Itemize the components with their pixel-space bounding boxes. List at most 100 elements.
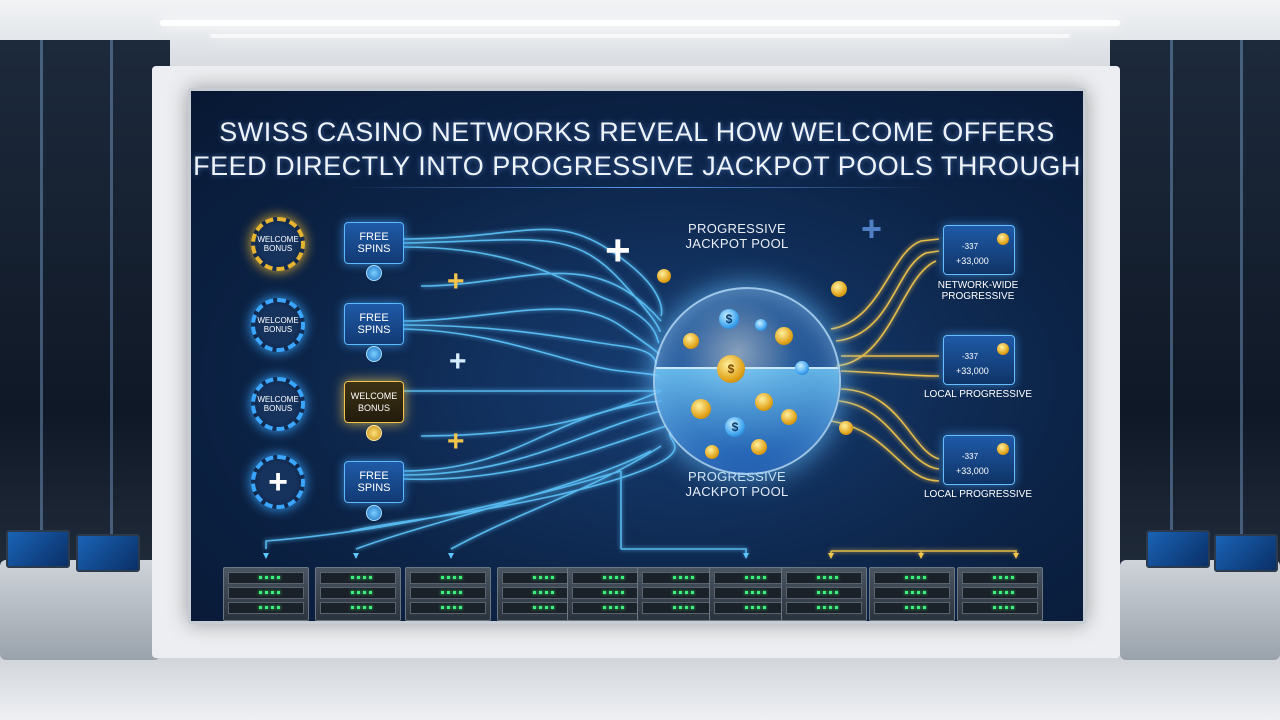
status-led-icon	[441, 591, 444, 594]
server-slot	[786, 602, 862, 614]
status-led-icon	[259, 591, 262, 594]
status-led-icon	[447, 576, 450, 579]
prize-card-local-2: -337 +33,000	[943, 435, 1015, 485]
status-led-icon	[545, 576, 548, 579]
status-led-icon	[673, 606, 676, 609]
prize-line-b: +33,000	[956, 366, 989, 376]
status-led-icon	[823, 576, 826, 579]
status-led-icon	[259, 606, 262, 609]
status-led-icon	[999, 606, 1002, 609]
status-led-icon	[993, 591, 996, 594]
title-divider	[341, 187, 933, 188]
server-rack-icon	[637, 567, 723, 621]
status-led-icon	[673, 591, 676, 594]
status-led-icon	[551, 606, 554, 609]
coin-icon	[997, 343, 1009, 355]
status-led-icon	[603, 606, 606, 609]
coin-icon: $	[719, 309, 739, 329]
status-led-icon	[993, 606, 996, 609]
status-led-icon	[679, 576, 682, 579]
status-led-icon	[609, 576, 612, 579]
welcome-bonus-card: WELCOME BONUS	[344, 381, 404, 423]
ceiling-light-strip	[160, 20, 1120, 26]
status-led-icon	[271, 591, 274, 594]
server-slot	[642, 602, 718, 614]
status-led-icon	[1011, 606, 1014, 609]
status-led-icon	[817, 576, 820, 579]
coin-icon	[705, 445, 719, 459]
status-led-icon	[369, 606, 372, 609]
server-slot	[320, 602, 396, 614]
status-led-icon	[351, 606, 354, 609]
server-rack-icon	[781, 567, 867, 621]
diagram-title-line-2: FEED DIRECTLY INTO PROGRESSIVE JACKPOT P…	[193, 151, 1081, 181]
prize-card-local-1: -337 +33,000	[943, 335, 1015, 385]
server-slot	[962, 587, 1038, 599]
status-led-icon	[539, 591, 542, 594]
plus-icon: +	[861, 208, 883, 249]
status-led-icon	[277, 606, 280, 609]
coin-icon	[751, 439, 767, 455]
status-led-icon	[763, 576, 766, 579]
welcome-bonus-chip-3: WELCOME BONUS	[251, 377, 305, 431]
status-led-icon	[459, 606, 462, 609]
diagram-board: SWISS CASINO NETWORKS REVEAL HOW WELCOME…	[188, 88, 1086, 624]
server-slot	[228, 587, 304, 599]
status-led-icon	[459, 591, 462, 594]
console-screen	[1214, 534, 1278, 572]
status-led-icon	[917, 576, 920, 579]
status-led-icon	[745, 576, 748, 579]
prize-line-a: -337	[962, 352, 979, 361]
status-led-icon	[685, 591, 688, 594]
server-rack-icon	[315, 567, 401, 621]
status-led-icon	[757, 576, 760, 579]
prize-line-b: +33,000	[956, 256, 989, 266]
status-led-icon	[757, 606, 760, 609]
server-slot	[410, 572, 486, 584]
status-led-icon	[533, 576, 536, 579]
gold-flow-group	[830, 238, 1017, 557]
status-led-icon	[539, 576, 542, 579]
status-led-icon	[745, 591, 748, 594]
server-slot	[874, 572, 950, 584]
prize-line-a: -337	[962, 452, 979, 461]
status-led-icon	[369, 591, 372, 594]
coin-icon	[839, 421, 853, 435]
status-led-icon	[835, 576, 838, 579]
status-led-icon	[757, 591, 760, 594]
status-led-icon	[823, 606, 826, 609]
coin-icon	[755, 393, 773, 411]
pool-liquid	[655, 367, 839, 473]
plus-chip: +	[251, 455, 305, 509]
status-led-icon	[351, 591, 354, 594]
status-led-icon	[609, 606, 612, 609]
status-led-icon	[923, 591, 926, 594]
status-led-icon	[363, 576, 366, 579]
free-spins-card-2: FREE SPINS	[344, 303, 404, 345]
status-led-icon	[905, 576, 908, 579]
status-led-icon	[545, 591, 548, 594]
status-led-icon	[1011, 576, 1014, 579]
status-led-icon	[453, 576, 456, 579]
server-slot	[786, 587, 862, 599]
free-spins-card-1: FREE SPINS	[344, 222, 404, 264]
status-led-icon	[453, 606, 456, 609]
blue-arrowheads	[263, 553, 749, 559]
server-slot	[714, 572, 790, 584]
status-led-icon	[911, 606, 914, 609]
status-led-icon	[923, 576, 926, 579]
status-led-icon	[609, 591, 612, 594]
coin-icon: $	[725, 417, 745, 437]
prize-line-b: +33,000	[956, 466, 989, 476]
plus-icon: +	[447, 425, 465, 458]
status-led-icon	[751, 606, 754, 609]
status-led-icon	[621, 606, 624, 609]
server-slot	[714, 587, 790, 599]
status-led-icon	[835, 606, 838, 609]
status-led-icon	[691, 591, 694, 594]
console-screen	[1146, 530, 1210, 568]
status-led-icon	[1005, 591, 1008, 594]
card-label: FREE SPINS	[357, 312, 391, 336]
status-led-icon	[351, 576, 354, 579]
card-label: WELCOME BONUS	[350, 391, 398, 413]
